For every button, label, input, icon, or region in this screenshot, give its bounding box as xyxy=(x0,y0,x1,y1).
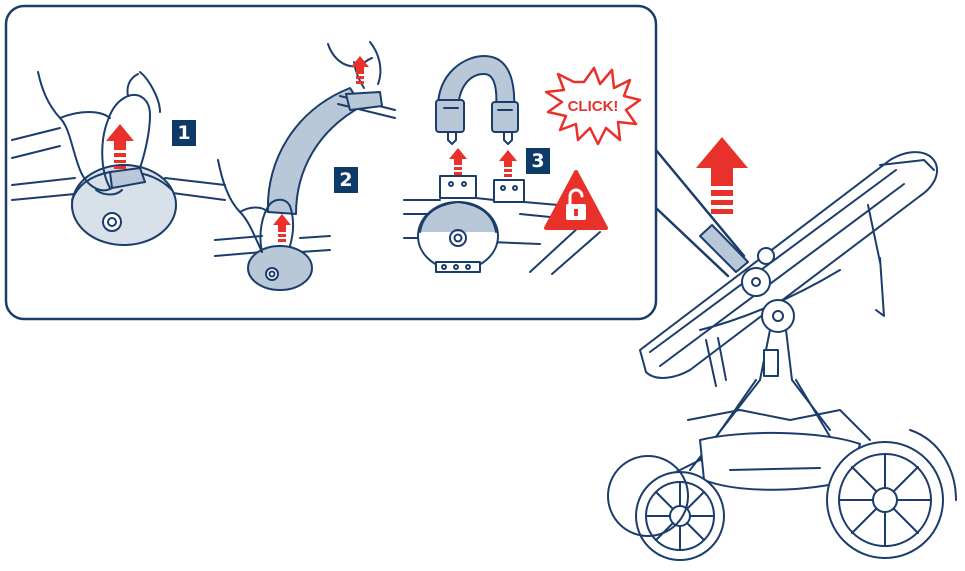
step-2-badge: 2 xyxy=(334,167,358,193)
step-3-badge: 3 xyxy=(526,148,550,174)
step-1-badge: 1 xyxy=(172,120,196,146)
click-label: CLICK! xyxy=(568,98,619,115)
up-arrow-icon xyxy=(696,137,748,214)
